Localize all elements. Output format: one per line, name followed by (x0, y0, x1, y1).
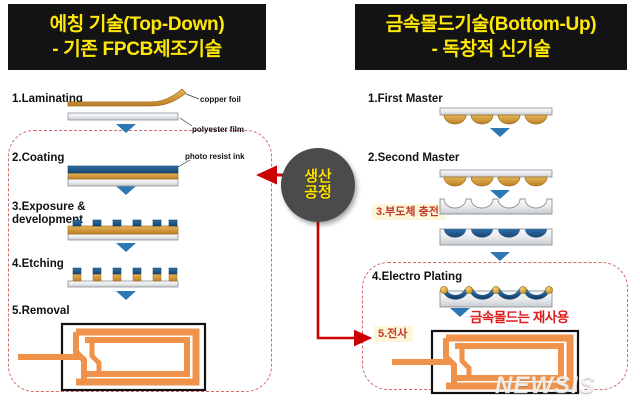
left-step-label-1: 1.Laminating (12, 93, 83, 105)
down-arrow-icon-right-2 (490, 190, 510, 199)
production-process-badge: 생산 공정 (281, 148, 355, 222)
title-left-line2: - 기존 FPCB제조기술 (52, 39, 222, 60)
down-arrow-icon-right-4 (450, 308, 470, 317)
right-step-label-1: 1.First Master (368, 93, 443, 105)
left-step-label-3: 3.Exposure & development (12, 201, 86, 226)
down-arrow-icon-left-2 (116, 186, 136, 195)
newsis-watermark: NEWSIS (495, 372, 596, 399)
callout-copper-foil: copper foil (200, 95, 241, 104)
right-step-label-2: 2.Second Master (368, 152, 460, 164)
title-banner-right: 금속몰드기술(Bottom-Up) - 독창적 신기술 (355, 4, 627, 70)
callout-photo-resist-ink: photo resist ink (185, 152, 245, 161)
left-step-label-4: 4.Etching (12, 258, 64, 270)
right-step-label-5: 5.전사 (374, 326, 414, 343)
down-arrow-icon-left-4 (116, 291, 136, 300)
title-right-line1: 금속몰드기술(Bottom-Up) (385, 13, 597, 35)
right-step-label-3: 3.부도체 충전 (372, 204, 445, 221)
process-circle-line1: 생산 (304, 167, 332, 185)
reuse-annotation: 금속몰드는 재사용 (470, 310, 569, 325)
right-step-label-4: 4.Electro Plating (372, 271, 463, 283)
callout-polyester-film: polyester film (192, 125, 245, 134)
title-right-line2: - 독창적 신기술 (431, 39, 551, 60)
down-arrow-icon-left-3 (116, 243, 136, 252)
down-arrow-icon-right-3 (490, 252, 510, 261)
title-banner-left: 에칭 기술(Top-Down) - 기존 FPCB제조기술 (8, 4, 266, 70)
dashed-region-left (8, 130, 272, 392)
left-step-label-2: 2.Coating (12, 152, 65, 164)
process-circle-line2: 공정 (304, 184, 332, 201)
left-step-label-5: 5.Removal (12, 305, 70, 317)
down-arrow-icon-right-1 (490, 128, 510, 137)
title-left-line1: 에칭 기술(Top-Down) (49, 13, 225, 35)
down-arrow-icon-left-1 (116, 124, 136, 133)
